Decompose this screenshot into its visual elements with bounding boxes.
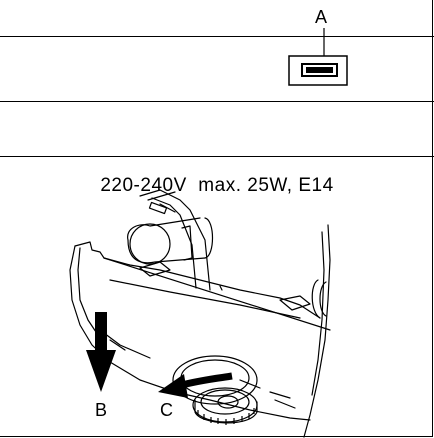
- callout-label-c: C: [160, 400, 173, 420]
- callout-label-a: A: [315, 7, 328, 27]
- arrow-b-icon: [86, 312, 116, 392]
- row-divider-3: [0, 156, 434, 157]
- callout-label-b: B: [95, 400, 108, 420]
- rocker-switch-icon: [288, 55, 348, 86]
- knob-teeth: [197, 408, 255, 425]
- bulb-spec-text: 220-240V max. 25W, E14: [100, 175, 334, 196]
- row-divider-2: [0, 101, 434, 102]
- row-divider-1: [0, 36, 434, 37]
- bulb-replacement-illustration: [69, 189, 331, 438]
- arrow-c-icon: [158, 372, 233, 398]
